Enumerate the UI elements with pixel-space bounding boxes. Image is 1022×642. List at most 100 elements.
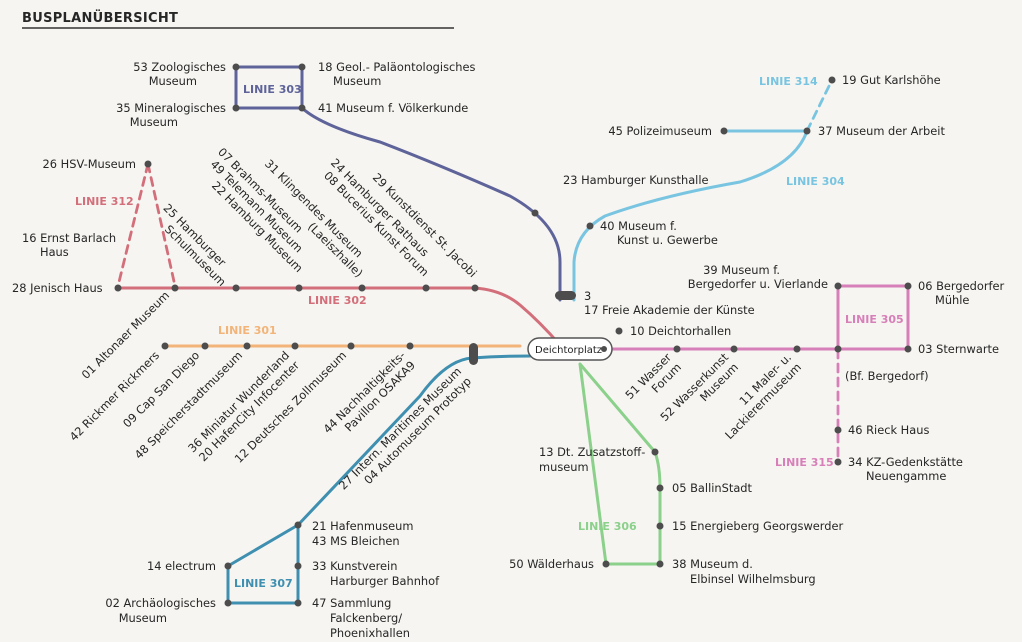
stop-dot-37[interactable]: [803, 127, 811, 135]
stop-dot-29[interactable]: [471, 284, 479, 292]
stop-dot-10[interactable]: [615, 327, 623, 335]
stop-dot-bergedorf[interactable]: [834, 345, 842, 353]
stop-label-27: 27 Intern. Maritimes Museum04 Automuseum…: [336, 364, 474, 502]
stop-dot-31[interactable]: [358, 284, 366, 292]
line-304-label: LINIE 304: [786, 175, 845, 188]
stop-dot-52[interactable]: [730, 345, 738, 353]
stop-label-37: 37 Museum der Arbeit: [818, 124, 945, 138]
stop-dot-44[interactable]: [406, 342, 414, 350]
stop-dot-24[interactable]: [422, 284, 430, 292]
stop-dot-33[interactable]: [294, 562, 302, 570]
stop-label-50: 50 Wälderhaus: [509, 557, 594, 571]
stop-label-15: 15 Energieberg Georgswerder: [672, 519, 843, 533]
stop-dot-35[interactable]: [232, 104, 240, 112]
stop-dot-45[interactable]: [720, 127, 728, 135]
line-303-label: LINIE 303: [243, 83, 302, 96]
stop-dot-36[interactable]: [291, 342, 299, 350]
stop-dot-34[interactable]: [834, 458, 842, 466]
line-304-route: [572, 129, 809, 302]
line-305-label: LINIE 305: [845, 313, 904, 326]
stop-label-28: 28 Jenisch Haus: [12, 281, 103, 295]
stop-label-09: 09 Cap San Diego: [120, 348, 202, 430]
stop-dot-23[interactable]: [531, 209, 539, 217]
transfer-hafencity: [469, 343, 478, 365]
line-301-label: LINIE 301: [218, 324, 277, 337]
line-307-label: LINIE 307: [234, 577, 293, 590]
stop-dot-42[interactable]: [161, 342, 169, 350]
stop-label-03: 03 Sternwarte: [918, 342, 999, 356]
line-314-route: [805, 78, 834, 133]
stop-dot-46[interactable]: [834, 426, 842, 434]
stop-label-23: 23 Hamburger Kunsthalle: [563, 173, 709, 187]
stop-dot-19[interactable]: [828, 76, 836, 84]
stop-dot-14[interactable]: [224, 562, 232, 570]
transfer-kunstverein: [555, 291, 576, 300]
stop-dot-48[interactable]: [243, 342, 251, 350]
stop-dot-38[interactable]: [656, 560, 664, 568]
stop-label-05: 05 BallinStadt: [672, 481, 753, 495]
stop-dot-21[interactable]: [294, 521, 302, 529]
line-312-route: [116, 162, 177, 290]
stop-dot-12[interactable]: [347, 342, 355, 350]
stop-dot-07[interactable]: [295, 284, 303, 292]
stop-dot-51[interactable]: [673, 345, 681, 353]
stop-dot-25[interactable]: [232, 284, 240, 292]
line-302-label: LINIE 302: [308, 294, 367, 307]
stop-dot-47[interactable]: [294, 599, 302, 607]
line-312-label: LINIE 312: [75, 195, 134, 208]
map-title: BUSPLANÜBERSICHT: [22, 10, 178, 26]
line-303-route: [300, 106, 562, 302]
stop-dot-06[interactable]: [904, 282, 912, 290]
stop-dot-02[interactable]: [224, 599, 232, 607]
stop-dot-53[interactable]: [232, 63, 240, 71]
stop-label-39: 39 Museum f.Bergedorfer u. Vierlande: [688, 263, 828, 291]
stop-label-41: 41 Museum f. Völkerkunde: [318, 101, 468, 115]
line-306-route: [578, 362, 662, 566]
hub-label: Deichtorplatz: [535, 345, 602, 356]
stop-label-45: 45 Polizeimuseum: [608, 124, 712, 138]
stop-label-40: 40 Museum f.Kunst u. Gewerbe: [600, 219, 718, 247]
line-307-loop: [226, 523, 300, 605]
stop-label-25: 25 HamburgerSchulmuseum: [151, 201, 239, 289]
stop-dot-50[interactable]: [602, 560, 610, 568]
stop-dot-09[interactable]: [201, 342, 209, 350]
stop-dot-40[interactable]: [586, 222, 594, 230]
stop-dot-39[interactable]: [834, 282, 842, 290]
stop-dot-41[interactable]: [298, 104, 306, 112]
stop-label-bergedorf: (Bf. Bergedorf): [845, 369, 929, 383]
stop-dot-11[interactable]: [793, 345, 801, 353]
stop-dot-05[interactable]: [656, 484, 664, 492]
stop-dot-18[interactable]: [298, 63, 306, 71]
line-314-label: LINIE 314: [759, 75, 818, 88]
line-302-route: [116, 286, 562, 347]
line-306-label: LINIE 306: [578, 520, 637, 533]
stop-label-01: 01 Altonaer Museum: [79, 288, 173, 382]
stop-dot-03[interactable]: [904, 345, 912, 353]
hub-deichtorplatz[interactable]: [527, 337, 613, 361]
stop-dot-13[interactable]: [651, 448, 659, 456]
stop-dot: [601, 346, 607, 352]
stop-label-19: 19 Gut Karlshöhe: [842, 73, 941, 87]
stop-dot-28[interactable]: [114, 284, 122, 292]
stop-label-46: 46 Rieck Haus: [848, 423, 929, 437]
stop-label-38: 38 Museum d.Elbinsel Wilhelmsburg: [672, 557, 816, 586]
stop-label-10: 10 Deichtorhallen: [630, 324, 731, 338]
stop-label-26: 26 HSV-Museum: [43, 157, 136, 171]
stop-dot-15[interactable]: [656, 522, 664, 530]
stop-label-13: 13 Dt. Zusatzstoff-museum: [539, 445, 645, 474]
line-315-label: LINIE 315: [775, 456, 834, 469]
stop-dot-26[interactable]: [144, 160, 152, 168]
stop-dot-01[interactable]: [171, 284, 179, 292]
